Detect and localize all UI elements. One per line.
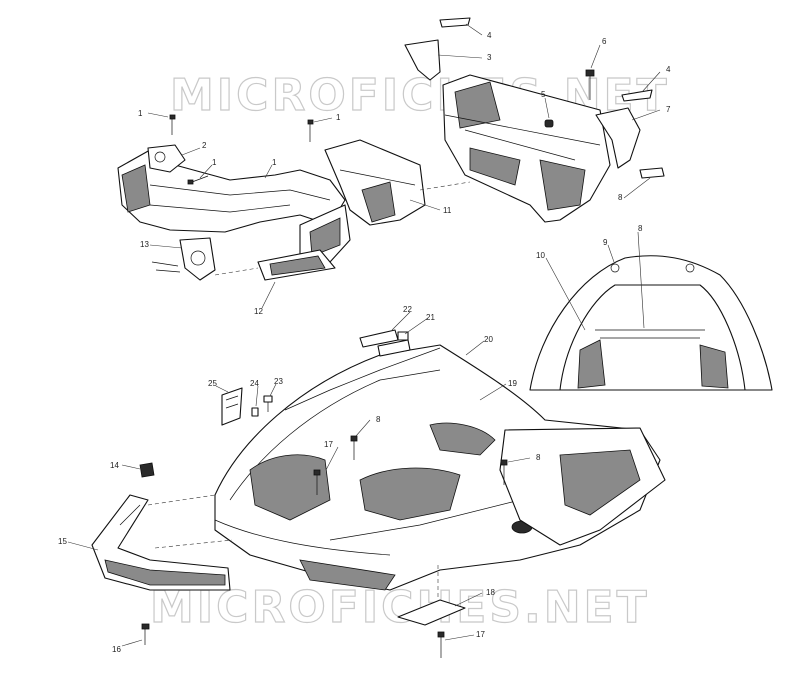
side-panel-19 (499, 427, 666, 546)
leader-frame-to-12 (214, 267, 259, 276)
pad-4a (439, 17, 471, 28)
bracket-7 (595, 107, 641, 169)
rivet-strip-20 (284, 347, 441, 411)
callout-25: 25 (208, 379, 217, 388)
callout-8-d: 8 (536, 453, 541, 462)
nut-14 (139, 462, 155, 478)
bolt-8c (500, 459, 508, 485)
spacer-21 (397, 331, 409, 341)
front-panel-11 (324, 139, 426, 226)
callout-19: 19 (508, 379, 517, 388)
callout-11: 11 (443, 206, 452, 215)
callout-8-b: 8 (638, 224, 643, 233)
callout-8-c: 8 (376, 415, 381, 424)
callout-1-a: 1 (138, 109, 143, 118)
bolt-1b (307, 119, 314, 142)
callouts: 1 1 2 1 1 4 3 6 4 5 7 8 9 8 10 11 13 12 … (58, 31, 671, 654)
callout-6: 6 (602, 37, 607, 46)
callout-1-d: 1 (272, 158, 277, 167)
callout-9: 9 (603, 238, 608, 247)
callout-1-c: 1 (212, 158, 217, 167)
callout-17-a: 17 (324, 440, 333, 449)
callout-8-a: 8 (618, 193, 623, 202)
cross-member (442, 74, 611, 223)
callout-18: 18 (486, 588, 495, 597)
fastener-23 (263, 395, 273, 412)
callout-17-b: 17 (476, 630, 485, 639)
bolt-1a (169, 114, 176, 135)
callout-4-a: 4 (487, 31, 492, 40)
callout-14: 14 (110, 461, 119, 470)
decal-25 (221, 387, 243, 426)
callout-4-b: 4 (666, 65, 671, 74)
leader-frame-to-11 (419, 181, 471, 191)
bolt-17a (313, 469, 321, 495)
skid-18 (397, 565, 466, 626)
callout-1-b: 1 (336, 113, 341, 122)
callout-24: 24 (250, 379, 259, 388)
grommet-24 (251, 407, 259, 417)
hood-interior-inset (529, 255, 773, 391)
callout-15: 15 (58, 537, 67, 546)
callout-12: 12 (254, 307, 263, 316)
callout-22: 22 (403, 305, 412, 314)
bolt-17b (437, 631, 445, 658)
bracket-3 (404, 39, 441, 81)
callout-10: 10 (536, 251, 545, 260)
bolt-16 (141, 623, 150, 645)
front-bumper (91, 494, 231, 591)
callout-3: 3 (487, 53, 492, 62)
watermark-bottom: MICROFICHES.NET (150, 582, 650, 633)
callout-21: 21 (426, 313, 435, 322)
callout-13: 13 (140, 240, 149, 249)
leader-bumper-mid (154, 539, 233, 549)
callout-16: 16 (112, 645, 121, 654)
bracket-13 (179, 237, 216, 281)
bolt-8b (350, 435, 358, 460)
hinge-22 (359, 329, 411, 357)
callout-leaders (67, 23, 661, 647)
bolt-6 (585, 69, 595, 100)
bolt-1c (187, 175, 209, 185)
callout-5: 5 (541, 90, 546, 99)
callout-23: 23 (274, 377, 283, 386)
lower-bracket-12 (257, 249, 336, 281)
nut-5 (544, 119, 554, 128)
bolt-pair-13 (151, 261, 181, 273)
bolt-8a (639, 167, 665, 179)
callout-2: 2 (202, 141, 207, 150)
callout-7: 7 (666, 105, 671, 114)
leader-bumper-top (147, 494, 216, 506)
callout-20: 20 (484, 335, 493, 344)
